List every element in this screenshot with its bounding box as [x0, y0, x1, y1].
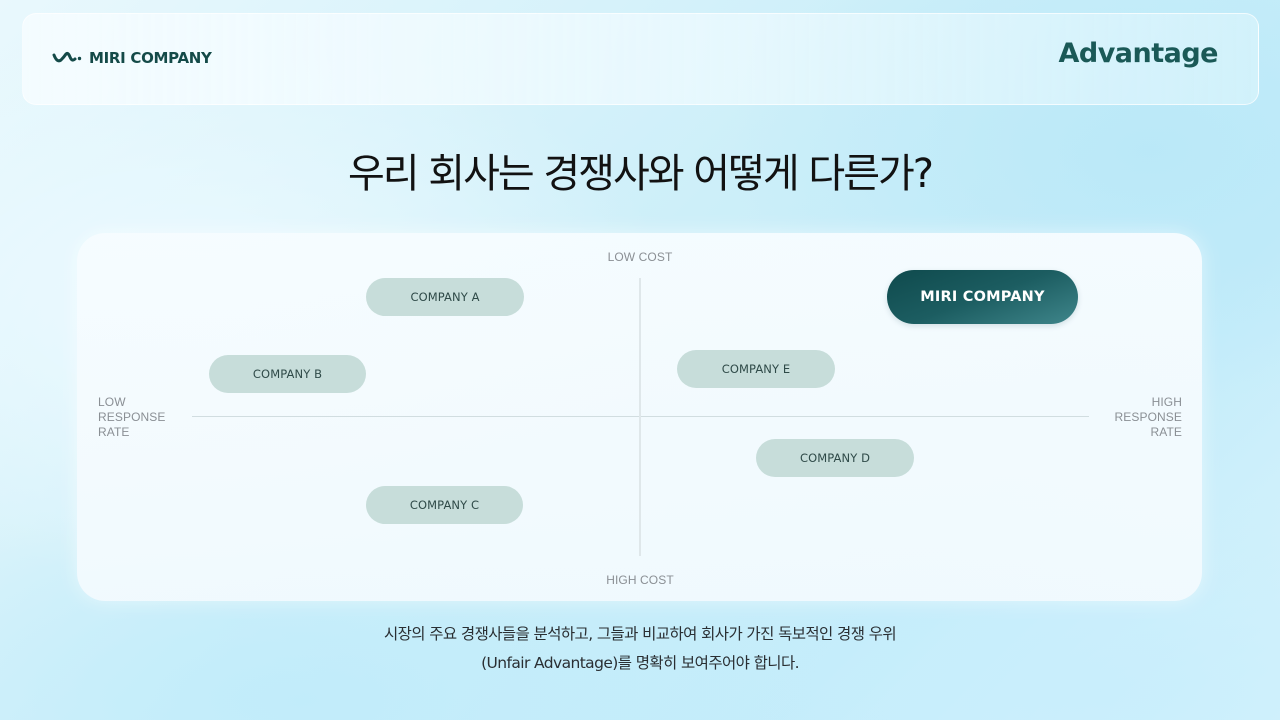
axis-label-line: HIGH	[1151, 395, 1182, 409]
axis-label-line: LOW	[98, 395, 126, 409]
axis-label-high-cost: HIGH COST	[606, 573, 674, 587]
section-label: Advantage	[1058, 38, 1218, 69]
wave-logo-icon	[52, 51, 82, 63]
description-line-1: 시장의 주요 경쟁사들을 분석하고, 그들과 비교하여 회사가 가진 독보적인 …	[383, 625, 897, 643]
company-c-marker[interactable]: COMPANY C	[366, 486, 523, 524]
axis-label-high-response-rate: HIGH RESPONSE RATE	[1082, 395, 1182, 440]
axis-label-line: RESPONSE	[98, 410, 166, 424]
axis-label-low-cost: LOW COST	[607, 250, 673, 264]
company-d-marker[interactable]: COMPANY D	[756, 439, 914, 477]
brand-name: MIRI COMPANY	[89, 49, 212, 67]
brand[interactable]: MIRI COMPANY	[52, 47, 212, 69]
axis-label-line: RESPONSE	[1114, 410, 1182, 424]
company-a-marker[interactable]: COMPANY A	[366, 278, 524, 316]
miri-company-marker[interactable]: MIRI COMPANY	[887, 270, 1078, 324]
description-line-2: (Unfair Advantage)를 명확히 보여주어야 합니다.	[481, 654, 799, 672]
page-title: 우리 회사는 경쟁사와 어떻게 다른가?	[347, 151, 934, 197]
company-e-marker[interactable]: COMPANY E	[677, 350, 835, 388]
axis-label-line: RATE	[98, 425, 130, 439]
axis-label-low-response-rate: LOW RESPONSE RATE	[98, 395, 166, 440]
header-bar	[22, 13, 1259, 105]
description: 시장의 주요 경쟁사들을 분석하고, 그들과 비교하여 회사가 가진 독보적인 …	[0, 620, 1280, 678]
axis-label-line: RATE	[1150, 425, 1182, 439]
vertical-axis	[639, 278, 641, 556]
company-b-marker[interactable]: COMPANY B	[209, 355, 366, 393]
